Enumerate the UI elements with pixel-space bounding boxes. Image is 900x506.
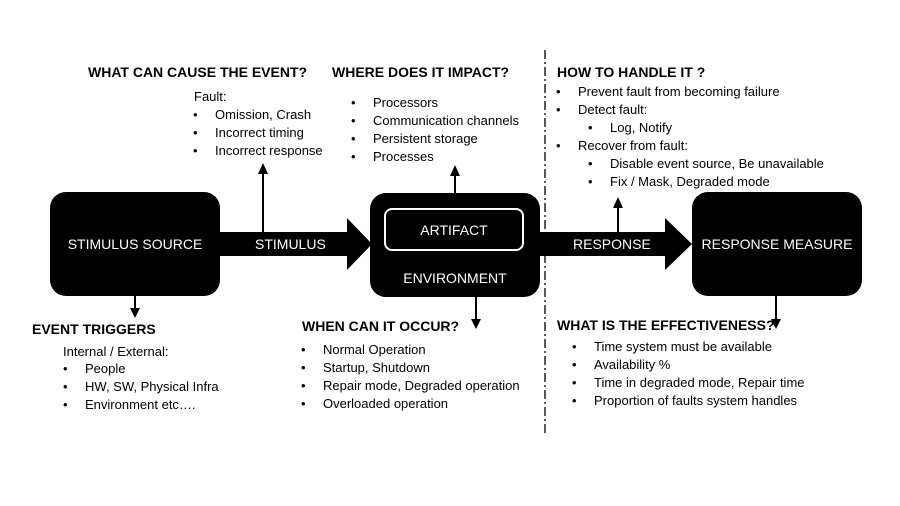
triggers-arrowhead — [130, 308, 140, 318]
environment-label: ENVIRONMENT — [403, 270, 507, 286]
cause-heading: WHAT CAN CAUSE THE EVENT? — [88, 64, 308, 80]
sub-list-item: Disable event source, Be unavailable — [588, 155, 824, 173]
triggers-intro: Internal / External: — [63, 344, 169, 359]
stimulus-arrow — [218, 218, 372, 270]
list-item: People — [63, 360, 219, 378]
list-item: Proportion of faults system handles — [572, 392, 805, 410]
environment-box: ARTIFACT ENVIRONMENT — [370, 193, 540, 297]
impact-list: Processors Communication channels Persis… — [351, 94, 519, 166]
cause-arrowhead — [258, 163, 268, 174]
list-item: Prevent fault from becoming failure — [556, 83, 824, 101]
list-item: Repair mode, Degraded operation — [301, 377, 520, 395]
artifact-label: ARTIFACT — [420, 221, 488, 238]
handle-heading: HOW TO HANDLE IT ? — [557, 64, 706, 80]
occur-list: Normal Operation Startup, Shutdown Repai… — [301, 341, 520, 413]
impact-arrowhead — [450, 165, 460, 176]
cause-intro: Fault: — [194, 89, 227, 104]
list-item: Processors — [351, 94, 519, 112]
handle-arrowhead — [613, 197, 623, 208]
list-item: HW, SW, Physical Infra — [63, 378, 219, 396]
list-item: Communication channels — [351, 112, 519, 130]
artifact-box: ARTIFACT — [384, 208, 524, 251]
stimulus-source-label: STIMULUS SOURCE — [67, 236, 203, 252]
occur-arrowhead — [471, 319, 481, 329]
list-item: Overloaded operation — [301, 395, 520, 413]
list-item: Omission, Crash — [193, 106, 323, 124]
response-arrow — [538, 218, 692, 270]
effectiveness-list: Time system must be available Availabili… — [572, 338, 805, 410]
effectiveness-arrowhead — [771, 319, 781, 329]
list-item: Processes — [351, 148, 519, 166]
sub-list-item: Fix / Mask, Degraded mode — [588, 173, 824, 191]
impact-heading: WHERE DOES IT IMPACT? — [332, 64, 510, 80]
sub-list-item: Log, Notify — [588, 119, 824, 137]
list-item: Incorrect timing — [193, 124, 323, 142]
list-item: Availability % — [572, 356, 805, 374]
stimulus-source-box: STIMULUS SOURCE — [50, 192, 220, 296]
response-measure-label: RESPONSE MEASURE — [701, 236, 853, 252]
stimulus-label: STIMULUS — [255, 236, 326, 252]
list-item: Normal Operation — [301, 341, 520, 359]
effectiveness-heading: WHAT IS THE EFFECTIVENESS? — [557, 317, 775, 333]
occur-heading: WHEN CAN IT OCCUR? — [302, 318, 460, 334]
triggers-heading: EVENT TRIGGERS — [32, 321, 156, 337]
response-measure-box: RESPONSE MEASURE — [692, 192, 862, 296]
list-item: Time in degraded mode, Repair time — [572, 374, 804, 392]
list-item: Environment etc…. — [63, 396, 219, 414]
list-item: Time system must be available — [572, 338, 805, 356]
list-item: Incorrect response — [193, 142, 323, 160]
handle-list: Prevent fault from becoming failure Dete… — [556, 83, 824, 191]
triggers-list: People HW, SW, Physical Infra Environmen… — [63, 360, 219, 414]
list-item: Recover from fault: — [556, 137, 824, 155]
list-item: Detect fault: — [556, 101, 824, 119]
cause-list: Omission, Crash Incorrect timing Incorre… — [193, 106, 323, 160]
list-item: Startup, Shutdown — [301, 359, 520, 377]
response-label: RESPONSE — [573, 236, 651, 252]
list-item: Persistent storage — [351, 130, 519, 148]
